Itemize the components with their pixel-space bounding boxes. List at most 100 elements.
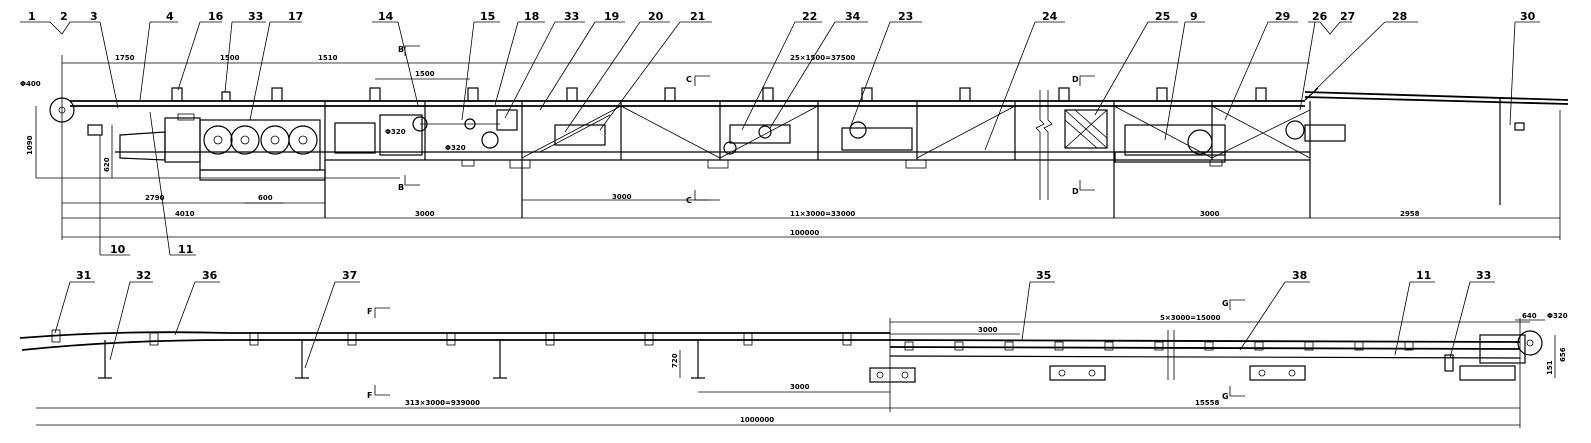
section-label-d: D <box>1072 75 1079 84</box>
callout-label: 38 <box>1292 269 1307 282</box>
lower-conveyor-section <box>19 329 1543 383</box>
section-label-f: F <box>367 307 372 316</box>
dimension-label: 3000 <box>790 383 810 391</box>
callout-label: 18 <box>524 10 539 23</box>
callout-label: 30 <box>1520 10 1536 23</box>
loading-end <box>1444 330 1543 372</box>
dimension-label: 3000 <box>978 326 998 334</box>
callout-label: 32 <box>136 269 151 282</box>
callout-labels-bottom: 31 32 36 37 35 38 11 33 <box>76 269 1491 282</box>
callout-label: 1 <box>28 10 36 23</box>
dimension-lines-bottom <box>36 318 1556 428</box>
callout-label: 21 <box>690 10 705 23</box>
dimension-lines-top <box>35 55 1561 240</box>
callout-label: 16 <box>208 10 224 23</box>
callouts-top-lower <box>99 111 196 256</box>
section-label-b: B <box>398 45 404 54</box>
section-label-c: C <box>686 75 692 84</box>
support-legs-lower <box>98 340 705 379</box>
callout-label: 26 <box>1312 10 1328 23</box>
section-label-c: C <box>686 196 692 205</box>
section-label-g: G <box>1222 392 1229 401</box>
tail-unit <box>1064 109 1525 163</box>
dimension-label: Φ400 <box>20 80 41 88</box>
section-label-b: B <box>398 183 404 192</box>
dimension-label: 313×3000=939000 <box>405 399 480 407</box>
callout-label: 2 <box>60 10 68 23</box>
support-feet <box>461 159 1223 169</box>
dimension-label: Φ320 <box>445 144 466 152</box>
callout-label: 15 <box>480 10 495 23</box>
callout-label: 35 <box>1036 269 1051 282</box>
callout-label: 19 <box>604 10 619 23</box>
callout-label: 37 <box>342 269 357 282</box>
section-label-g: G <box>1222 299 1229 308</box>
callout-label: 29 <box>1275 10 1290 23</box>
callout-label: 22 <box>802 10 817 23</box>
carrier-idlers <box>171 87 1267 102</box>
frame-posts <box>324 98 1501 218</box>
tension-winch <box>412 109 913 155</box>
callout-label: 33 <box>1476 269 1491 282</box>
dimension-label: 100000 <box>790 229 819 237</box>
callouts-bottom <box>54 281 1495 369</box>
callout-label: 17 <box>288 10 303 23</box>
upper-conveyor-section <box>49 87 1569 218</box>
callout-label: 11 <box>178 243 193 256</box>
dimension-label: 3000 <box>415 210 435 218</box>
dimension-label: 1500 <box>220 54 240 62</box>
callout-label: 27 <box>1340 10 1355 23</box>
section-label-f: F <box>367 391 372 400</box>
callout-labels-top: 1 2 3 4 16 33 17 14 15 18 33 19 20 21 22… <box>28 10 1536 256</box>
callout-label: 33 <box>564 10 579 23</box>
dimension-label: 3000 <box>612 193 632 201</box>
dimension-label: 4010 <box>175 210 195 218</box>
callout-label: 25 <box>1155 10 1170 23</box>
callout-label: 34 <box>845 10 861 23</box>
dimension-label: 2790 <box>145 194 165 202</box>
callouts-top <box>20 21 1540 151</box>
dimension-label: 600 <box>258 194 273 202</box>
callout-label: 20 <box>648 10 664 23</box>
callout-label: 10 <box>110 243 126 256</box>
callout-label: 33 <box>248 10 263 23</box>
callout-label: 3 <box>90 10 98 23</box>
dimension-label: 11×3000=33000 <box>790 210 855 218</box>
dimension-label: Φ320 <box>385 128 406 136</box>
dimension-label: 2958 <box>1400 210 1420 218</box>
dimension-labels-top: 1750 1500 1510 1500 25×1500=37500 Φ400 1… <box>20 54 1420 237</box>
dimension-label: 1750 <box>115 54 135 62</box>
callout-label: 23 <box>898 10 913 23</box>
section-marks-top <box>404 45 1095 201</box>
dimension-label: 1510 <box>318 54 338 62</box>
callout-label: 9 <box>1190 10 1198 23</box>
dimension-label: 620 <box>103 157 111 172</box>
dimension-label: 151 <box>1546 360 1554 375</box>
dimension-label: 1500 <box>415 70 435 78</box>
dimension-label: 1090 <box>26 135 34 155</box>
dimension-label: 5×3000=15000 <box>1160 314 1221 322</box>
dimension-labels-bottom: 3000 5×3000=15000 640 Φ320 720 656 151 3… <box>405 312 1568 424</box>
callout-label: 31 <box>76 269 91 282</box>
callout-label: 4 <box>166 10 174 23</box>
dimension-label: 640 <box>1522 312 1537 320</box>
callout-label: 28 <box>1392 10 1407 23</box>
dimension-label: Φ320 <box>1547 312 1568 320</box>
section-labels-bottom: F F G G <box>367 299 1229 401</box>
callout-label: 14 <box>378 10 394 23</box>
dimension-label: 720 <box>671 353 679 368</box>
dimension-label: 1000000 <box>740 416 774 424</box>
section-labels-top: B B C C D D <box>398 45 1079 205</box>
drive-unit <box>119 113 423 181</box>
callout-label: 36 <box>202 269 218 282</box>
dimension-label: 656 <box>1559 347 1567 362</box>
callout-label: 24 <box>1042 10 1058 23</box>
dimension-label: 25×1500=37500 <box>790 54 855 62</box>
dimension-label: 3000 <box>1200 210 1220 218</box>
dimension-label: 15558 <box>1195 399 1219 407</box>
callout-label: 11 <box>1416 269 1431 282</box>
section-marks-bottom <box>374 299 1245 397</box>
crawler-feet <box>869 365 1516 383</box>
section-label-d: D <box>1072 187 1079 196</box>
